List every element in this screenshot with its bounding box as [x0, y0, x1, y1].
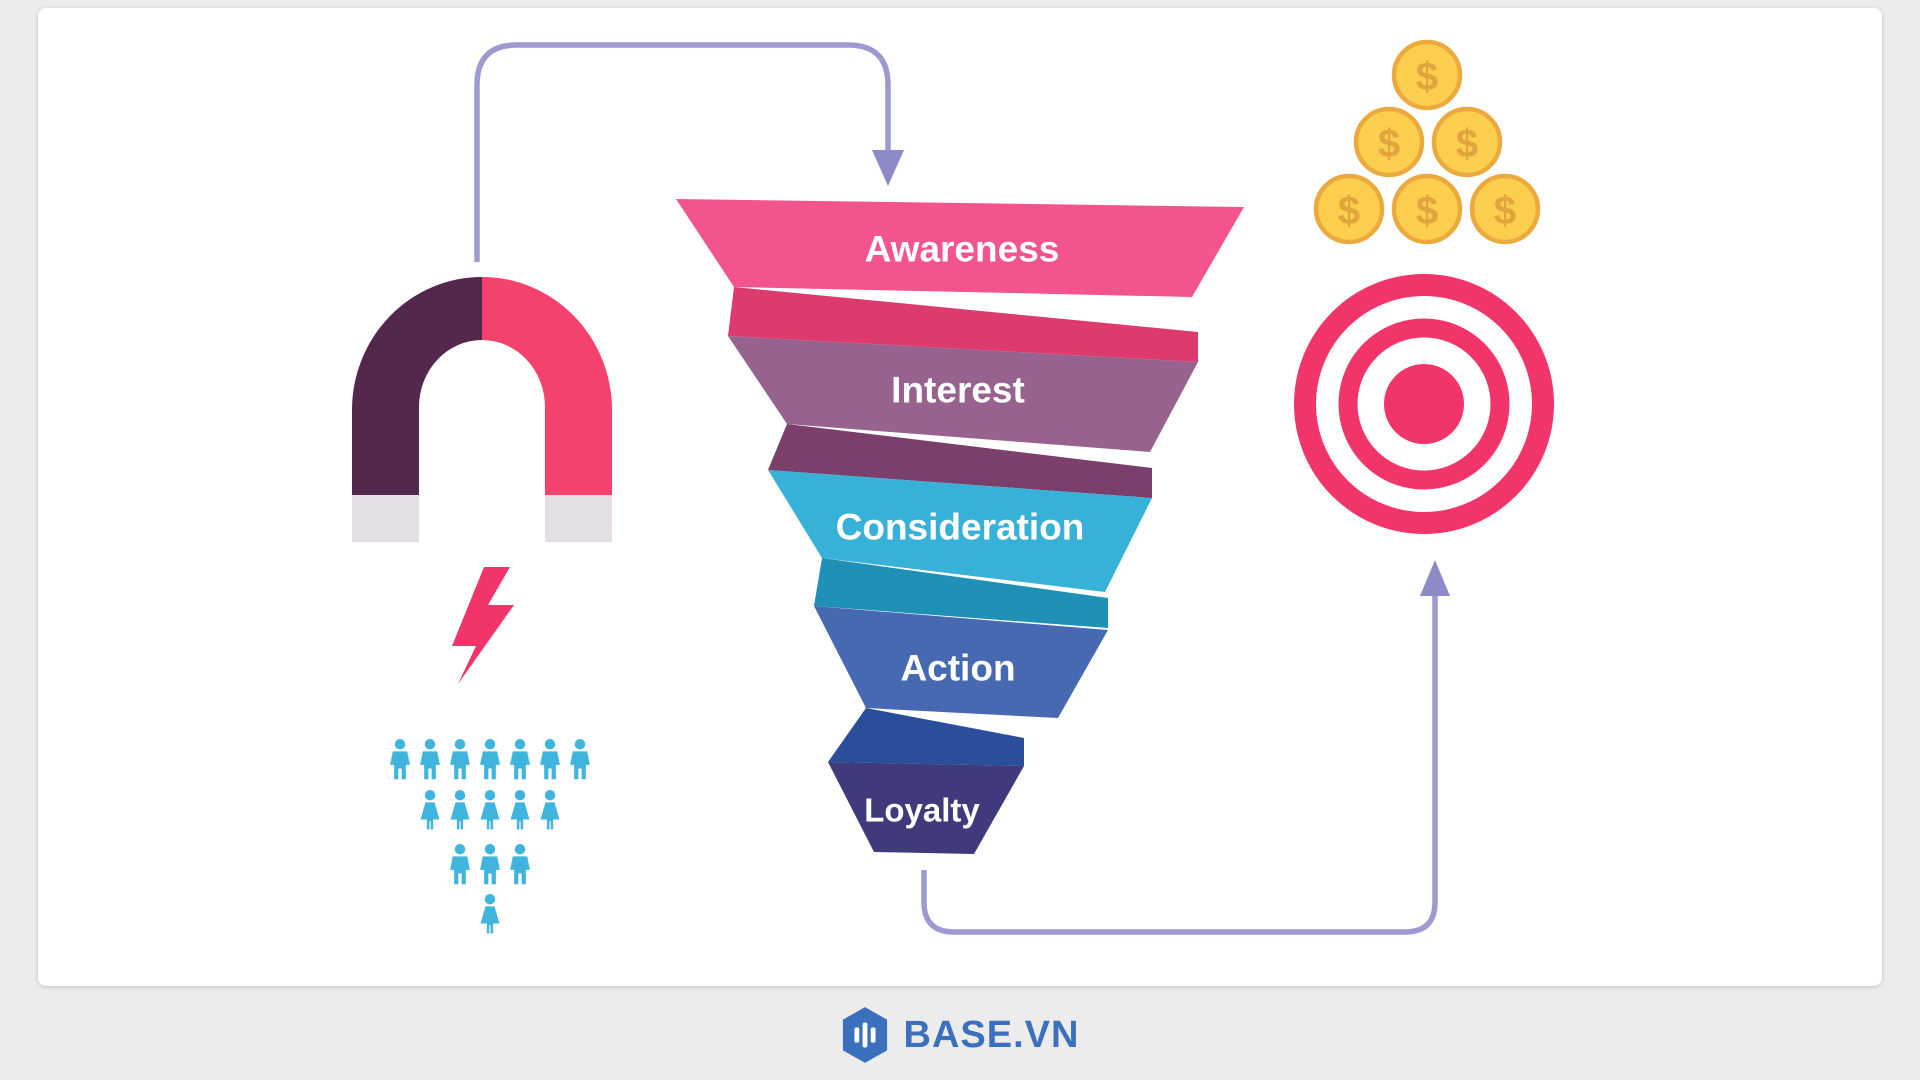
label-loyalty: Loyalty: [864, 792, 980, 829]
person-icon: [420, 738, 440, 780]
target-outer-ring: [1294, 274, 1554, 534]
person-icon: [420, 789, 440, 830]
funnel: Awareness Interest Consideration Action …: [676, 199, 1244, 854]
coin-icon: $: [1469, 173, 1541, 245]
magnet-tip-right: [545, 495, 612, 542]
person-icon: [390, 738, 410, 780]
person-icon: [480, 893, 500, 934]
magnet-left-half: [352, 277, 482, 495]
coin-icon: $: [1313, 173, 1385, 245]
person-icon: [510, 843, 530, 885]
flow-line-top: [474, 42, 891, 262]
magnet-tip-left: [352, 495, 419, 542]
svg-text:$: $: [1494, 189, 1516, 233]
person-icon: [540, 738, 560, 780]
label-consideration: Consideration: [836, 507, 1085, 548]
flow-arrow-magnet-to-funnel: [474, 42, 904, 262]
label-interest: Interest: [891, 370, 1025, 411]
coin-icon: $: [1431, 106, 1503, 178]
funnel-fold-action: [828, 708, 1024, 766]
funnel-stage-consideration: [768, 470, 1152, 592]
magnet-right-half: [482, 277, 612, 495]
target-middle-ring: [1338, 318, 1510, 490]
arrowhead-down-icon: [872, 150, 904, 186]
base-logo-icon: [842, 1007, 887, 1063]
target-icon: [1294, 274, 1554, 534]
person-icon: [480, 738, 500, 780]
person-icon: [450, 789, 470, 830]
svg-text:$: $: [1338, 189, 1360, 233]
funnel-stage-loyalty: [828, 762, 1024, 854]
coin-stack: $ $ $ $ $ $: [1313, 39, 1541, 245]
label-action: Action: [900, 648, 1015, 689]
coin-icon: $: [1391, 39, 1463, 111]
person-icon: [450, 843, 470, 885]
arrowhead-up-icon: [1420, 560, 1450, 596]
person-icon: [510, 738, 530, 780]
coin-icon: $: [1353, 106, 1425, 178]
logo-bars: [853, 1022, 876, 1048]
funnel-fold-interest: [768, 424, 1152, 498]
funnel-fold-awareness: [728, 287, 1198, 362]
svg-text:$: $: [1416, 189, 1438, 233]
target-bullseye: [1384, 364, 1464, 444]
magnet-icon: [352, 277, 612, 542]
person-icon: [540, 789, 560, 830]
footer-brand: BASE.VN: [0, 1000, 1920, 1070]
lightning-bolt-icon: [452, 567, 514, 684]
svg-text:$: $: [1416, 55, 1438, 99]
flow-arrow-funnel-to-target: [921, 560, 1450, 935]
funnel-stage-interest: [728, 336, 1198, 452]
coin-icon: $: [1391, 173, 1463, 245]
person-icon: [480, 843, 500, 885]
funnel-fold-consideration: [814, 558, 1108, 628]
brand-text: BASE.VN: [903, 1013, 1080, 1056]
person-icon: [450, 738, 470, 780]
flow-line-bottom: [921, 594, 1438, 935]
crowd-of-people: [390, 738, 590, 934]
funnel-stage-action: [814, 606, 1108, 718]
svg-text:$: $: [1456, 122, 1478, 166]
funnel-stage-awareness: [676, 199, 1244, 297]
person-icon: [570, 738, 590, 780]
svg-text:$: $: [1378, 122, 1400, 166]
person-icon: [480, 789, 500, 830]
person-icon: [510, 789, 530, 830]
label-awareness: Awareness: [865, 229, 1060, 270]
